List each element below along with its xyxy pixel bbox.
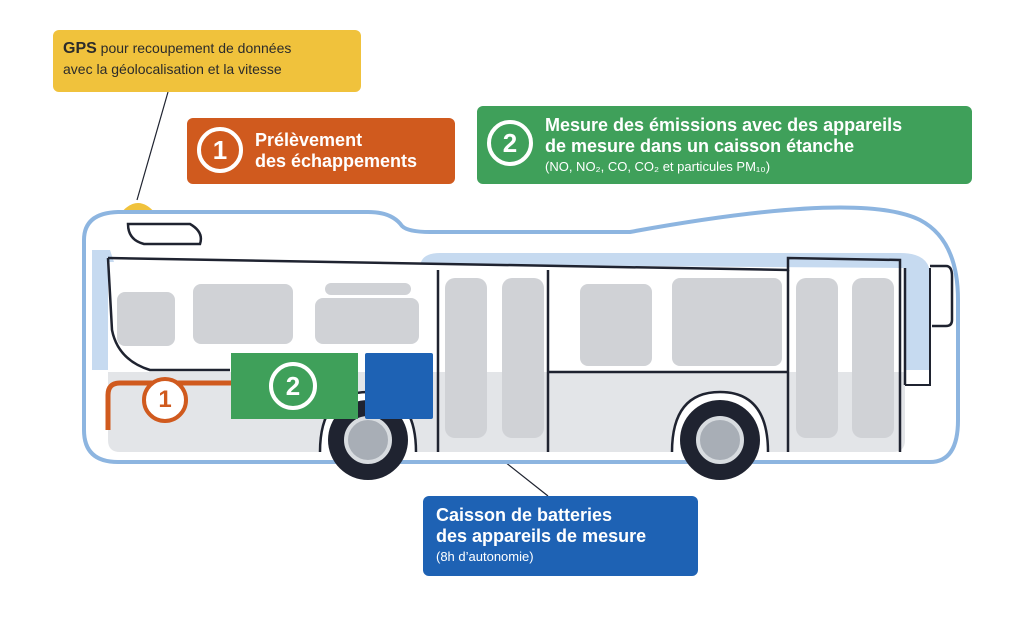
exhaust-sampling-text: Prélèvement des échappements [255,130,417,172]
battery-box-marker [365,353,433,419]
bus-door-panel [502,278,544,438]
emission-measurement-callout: 2 Mesure des émissions avec des appareil… [477,106,972,184]
emission-measurement-line-1: Mesure des émissions avec des appareils [545,115,903,135]
step-2-number-badge-callout: 2 [487,120,533,166]
measurement-box-marker: 2 [231,353,358,419]
rear-wheel-hub [696,416,744,464]
step-1-number-badge: 1 [197,127,243,173]
emission-measurement-pollutants: (NO, NO₂, CO, CO₂ et particules PM₁₀) [545,159,771,174]
gps-text-2: avec la géolocalisation et la vitesse [63,61,282,77]
battery-callout: Caisson de batteries des appareils de me… [423,496,698,576]
step-2-number-badge: 2 [269,362,317,410]
bus-front-edge-lower [905,268,931,386]
bus-window [580,284,652,366]
gps-leader-line [136,91,169,201]
battery-line-2: des appareils de mesure [436,526,647,546]
gps-label: GPS [63,40,97,57]
exhaust-sampling-line-1: Prélèvement [255,130,363,150]
bus-roof-line [107,256,902,452]
bus-mirror [930,264,954,328]
step-1-number-badge-on-bus: 1 [142,377,188,423]
exhaust-sampling-callout: 1 Prélèvement des échappements [187,118,455,184]
exhaust-sampling-pipe [105,380,235,430]
bus-door-panel [445,278,487,438]
front-wheel-hub [344,416,392,464]
emission-measurement-line-2: de mesure dans un caisson étanche [545,136,855,156]
bus-door-panel [852,278,894,438]
bus-window [117,292,175,346]
bus-roof-hatch [126,222,203,246]
bus-windshield-line [106,257,230,372]
gps-callout: GPS pour recoupement de données avec la … [53,30,361,92]
emission-measurement-text: Mesure des émissions avec des appareils … [545,115,902,176]
bus-window [325,283,411,295]
bus-window [193,284,293,344]
battery-line-1: Caisson de batteries [436,505,613,525]
bus-window [672,278,782,366]
battery-autonomy: (8h d’autonomie) [436,549,534,564]
bus-window [315,298,419,344]
gps-callout-line-1: GPS pour recoupement de données [63,38,351,59]
exhaust-sampling-line-2: des échappements [255,151,418,171]
bus-door-panel [796,278,838,438]
battery-text: Caisson de batteries des appareils de me… [436,505,646,566]
gps-text-1: pour recoupement de données [96,40,292,56]
